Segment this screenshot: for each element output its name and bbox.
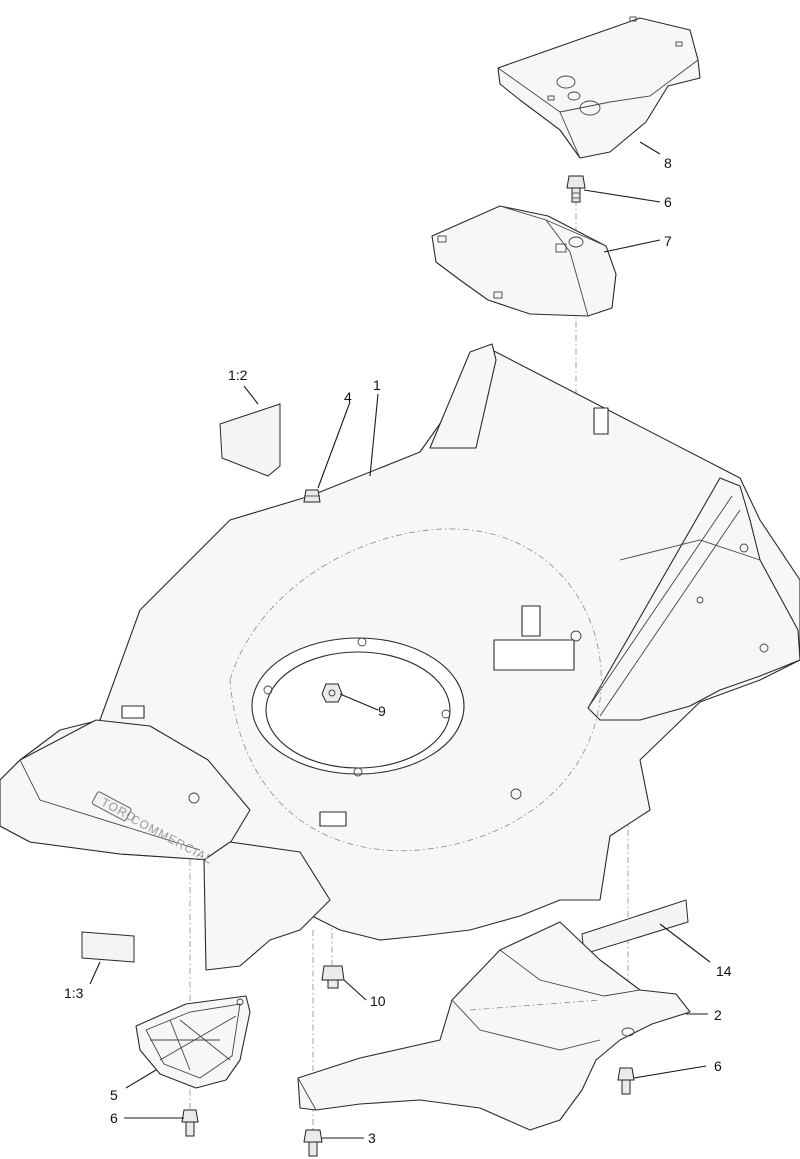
callout-1: 1 bbox=[373, 377, 381, 393]
part-2-rear-guard bbox=[297, 921, 691, 1131]
part-8-cover bbox=[497, 16, 701, 159]
callout-8: 8 bbox=[664, 155, 672, 171]
callout-6-top: 6 bbox=[664, 194, 672, 210]
part-6-bolt-top bbox=[566, 175, 586, 203]
callout-14: 14 bbox=[716, 963, 732, 979]
callout-6-right: 6 bbox=[714, 1058, 722, 1074]
part-1-2-decal bbox=[219, 403, 281, 477]
part-1-3-decal bbox=[81, 931, 135, 963]
callout-2: 2 bbox=[714, 1007, 722, 1023]
callout-6-left: 6 bbox=[110, 1110, 118, 1126]
part-6-bolt-left bbox=[181, 1109, 199, 1137]
part-4-fastener bbox=[303, 489, 321, 503]
part-9-nut bbox=[321, 683, 343, 703]
callouts: 8 6 7 1:2 4 1 9 14 1:3 10 2 5 6 6 3 bbox=[64, 155, 732, 1146]
callout-7: 7 bbox=[664, 233, 672, 249]
part-6-bolt-right bbox=[617, 1067, 635, 1095]
part-7-shroud bbox=[431, 205, 617, 317]
callout-3: 3 bbox=[368, 1130, 376, 1146]
callout-4: 4 bbox=[344, 389, 352, 405]
part-3-bolt bbox=[303, 1129, 323, 1157]
leader-lines bbox=[89, 141, 711, 1139]
part-1-deck: TORO COMMERCIAL bbox=[0, 343, 800, 971]
callout-1-2: 1:2 bbox=[228, 367, 248, 383]
callout-9: 9 bbox=[378, 703, 386, 719]
callout-1-3: 1:3 bbox=[64, 985, 84, 1001]
part-14-decal bbox=[581, 899, 689, 955]
part-5-deflector bbox=[135, 995, 251, 1089]
callout-10: 10 bbox=[370, 993, 386, 1009]
part-10-bolt bbox=[321, 965, 345, 989]
callout-5: 5 bbox=[110, 1087, 118, 1103]
